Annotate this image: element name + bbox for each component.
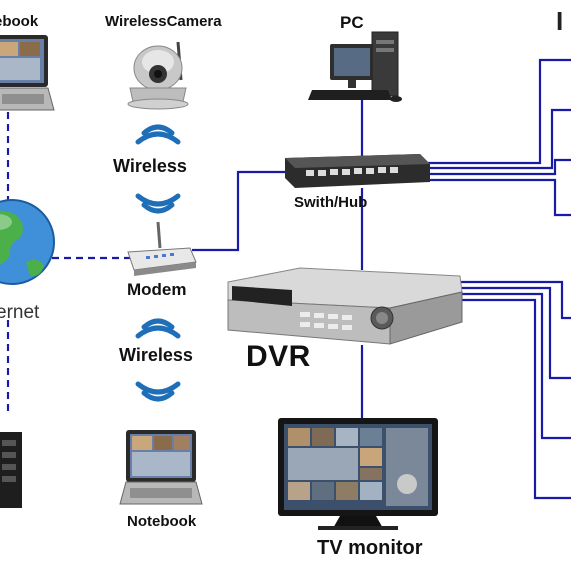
dvr-cam1-link [460, 280, 571, 320]
modem-label: Modem [127, 280, 187, 299]
dvr-icon [227, 267, 463, 345]
wifi-upper-bottom-icon [135, 193, 181, 214]
modem-switch-link [192, 170, 290, 252]
tv-monitor-icon [278, 418, 438, 530]
switch-cam4-link [428, 178, 571, 217]
wireless-lower-label: Wireless [119, 345, 193, 365]
switch-hub-label: Swith/Hub [294, 194, 368, 211]
wireless-upper-label: Wireless [113, 156, 187, 176]
switch-cam1-link [428, 58, 571, 165]
wifi-lower-bottom-icon [135, 381, 181, 402]
dvr-cam2-link [460, 286, 571, 380]
wireless-camera-icon [127, 41, 189, 110]
ip-camera-label-cut: I [556, 6, 564, 36]
switch-cam2-link [428, 108, 571, 170]
notebook-top-icon [0, 35, 55, 111]
dvr-cam3-link [460, 292, 571, 440]
dvr-label: DVR [246, 340, 311, 373]
notebook-top-label: ebook [0, 13, 39, 30]
globe-icon [0, 199, 55, 285]
pc-icon [308, 31, 402, 102]
notebook-bottom-label: Notebook [127, 513, 197, 530]
connection-lines [192, 58, 571, 500]
pc-label: PC [340, 13, 364, 32]
internet-label: ernet [0, 302, 40, 323]
wireless-camera-label: WirelessCamera [105, 13, 222, 30]
server-icon [0, 432, 22, 508]
wifi-upper-icon [135, 124, 181, 145]
dvr-cam4-link [460, 298, 571, 500]
modem-icon [127, 221, 197, 276]
tv-monitor-label: TV monitor [317, 537, 423, 559]
switch-hub-icon [285, 154, 430, 188]
notebook-bottom-icon [119, 430, 203, 505]
wifi-lower-icon [135, 318, 181, 339]
switch-cam3-link [428, 158, 571, 176]
dashed-links [6, 112, 130, 412]
